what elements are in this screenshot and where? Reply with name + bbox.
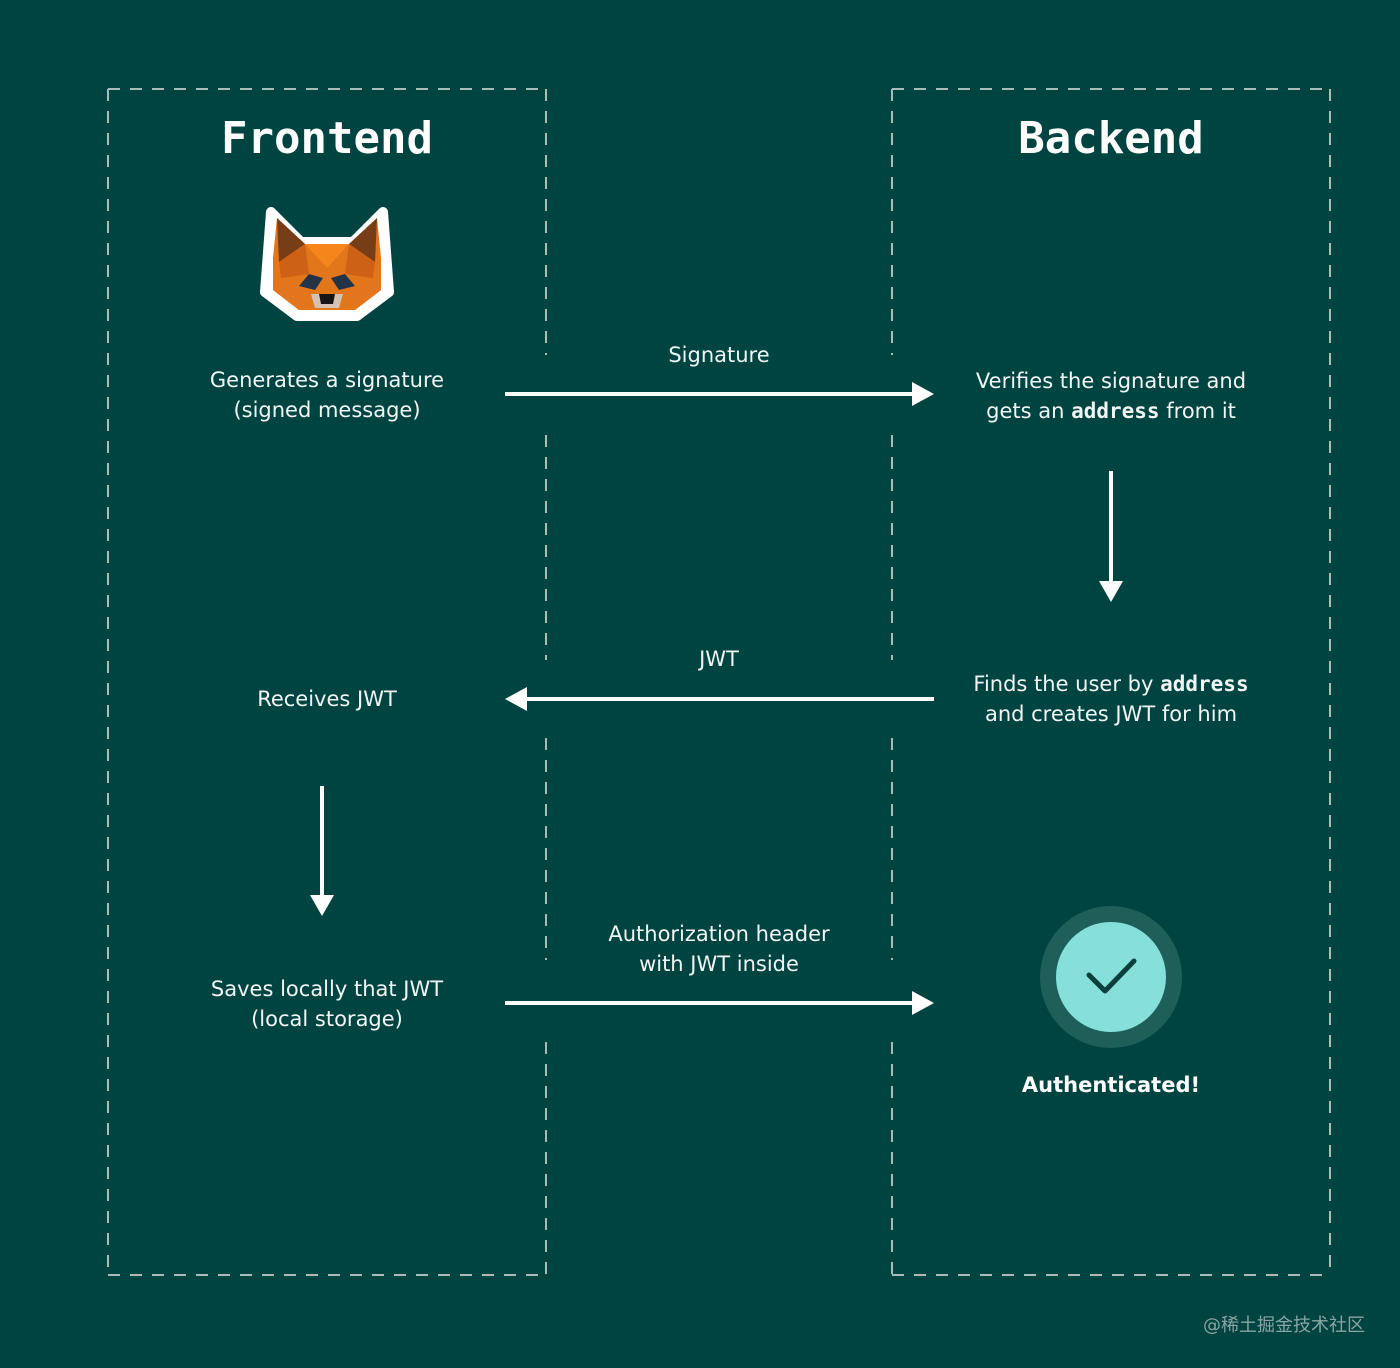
step-line: gets an address from it (986, 399, 1236, 423)
authenticated-label: Authenticated! (1021, 1073, 1201, 1097)
step-line: Verifies the signature and (975, 369, 1247, 393)
label-line: with JWT inside (639, 952, 799, 976)
jwt-label: JWT (699, 647, 739, 671)
metamask-fox-icon (260, 207, 394, 321)
backend-title: Backend (1018, 113, 1204, 164)
step-line: and creates JWT for him (984, 702, 1238, 726)
step-line: Generates a signature (209, 368, 445, 392)
backend-down-arrow (1099, 471, 1123, 602)
backend-panel (891, 88, 1331, 1276)
step-line: Saves locally that JWT (210, 977, 444, 1001)
step-line: Finds the user by address (973, 672, 1249, 696)
frontend-title: Frontend (221, 113, 433, 164)
frontend-panel (107, 88, 547, 1276)
label-line: Authorization header (608, 922, 830, 946)
signature-label: Signature (668, 343, 770, 367)
frontend-down-arrow (310, 786, 334, 916)
watermark: @稀土掘金技术社区 (1203, 1315, 1365, 1336)
step-line: (signed message) (233, 398, 421, 422)
step-line: (local storage) (251, 1007, 403, 1031)
jwt-arrow (505, 687, 934, 711)
checkmark-icon (1040, 906, 1182, 1048)
auth-header-label: Authorization header with JWT inside (546, 919, 892, 979)
backend-step-create-jwt: Finds the user by address and creates JW… (891, 669, 1331, 729)
frontend-step-receives-jwt: Receives JWT (257, 687, 397, 711)
frontend-step-save-jwt: Saves locally that JWT (local storage) (107, 974, 547, 1034)
backend-step-verify-signature: Verifies the signature and gets an addre… (891, 366, 1331, 426)
address-keyword: address (1071, 399, 1160, 423)
address-keyword: address (1160, 672, 1249, 696)
signature-arrow (505, 382, 934, 406)
auth-header-arrow (505, 991, 934, 1015)
frontend-step-generate-signature: Generates a signature (signed message) (107, 365, 547, 425)
